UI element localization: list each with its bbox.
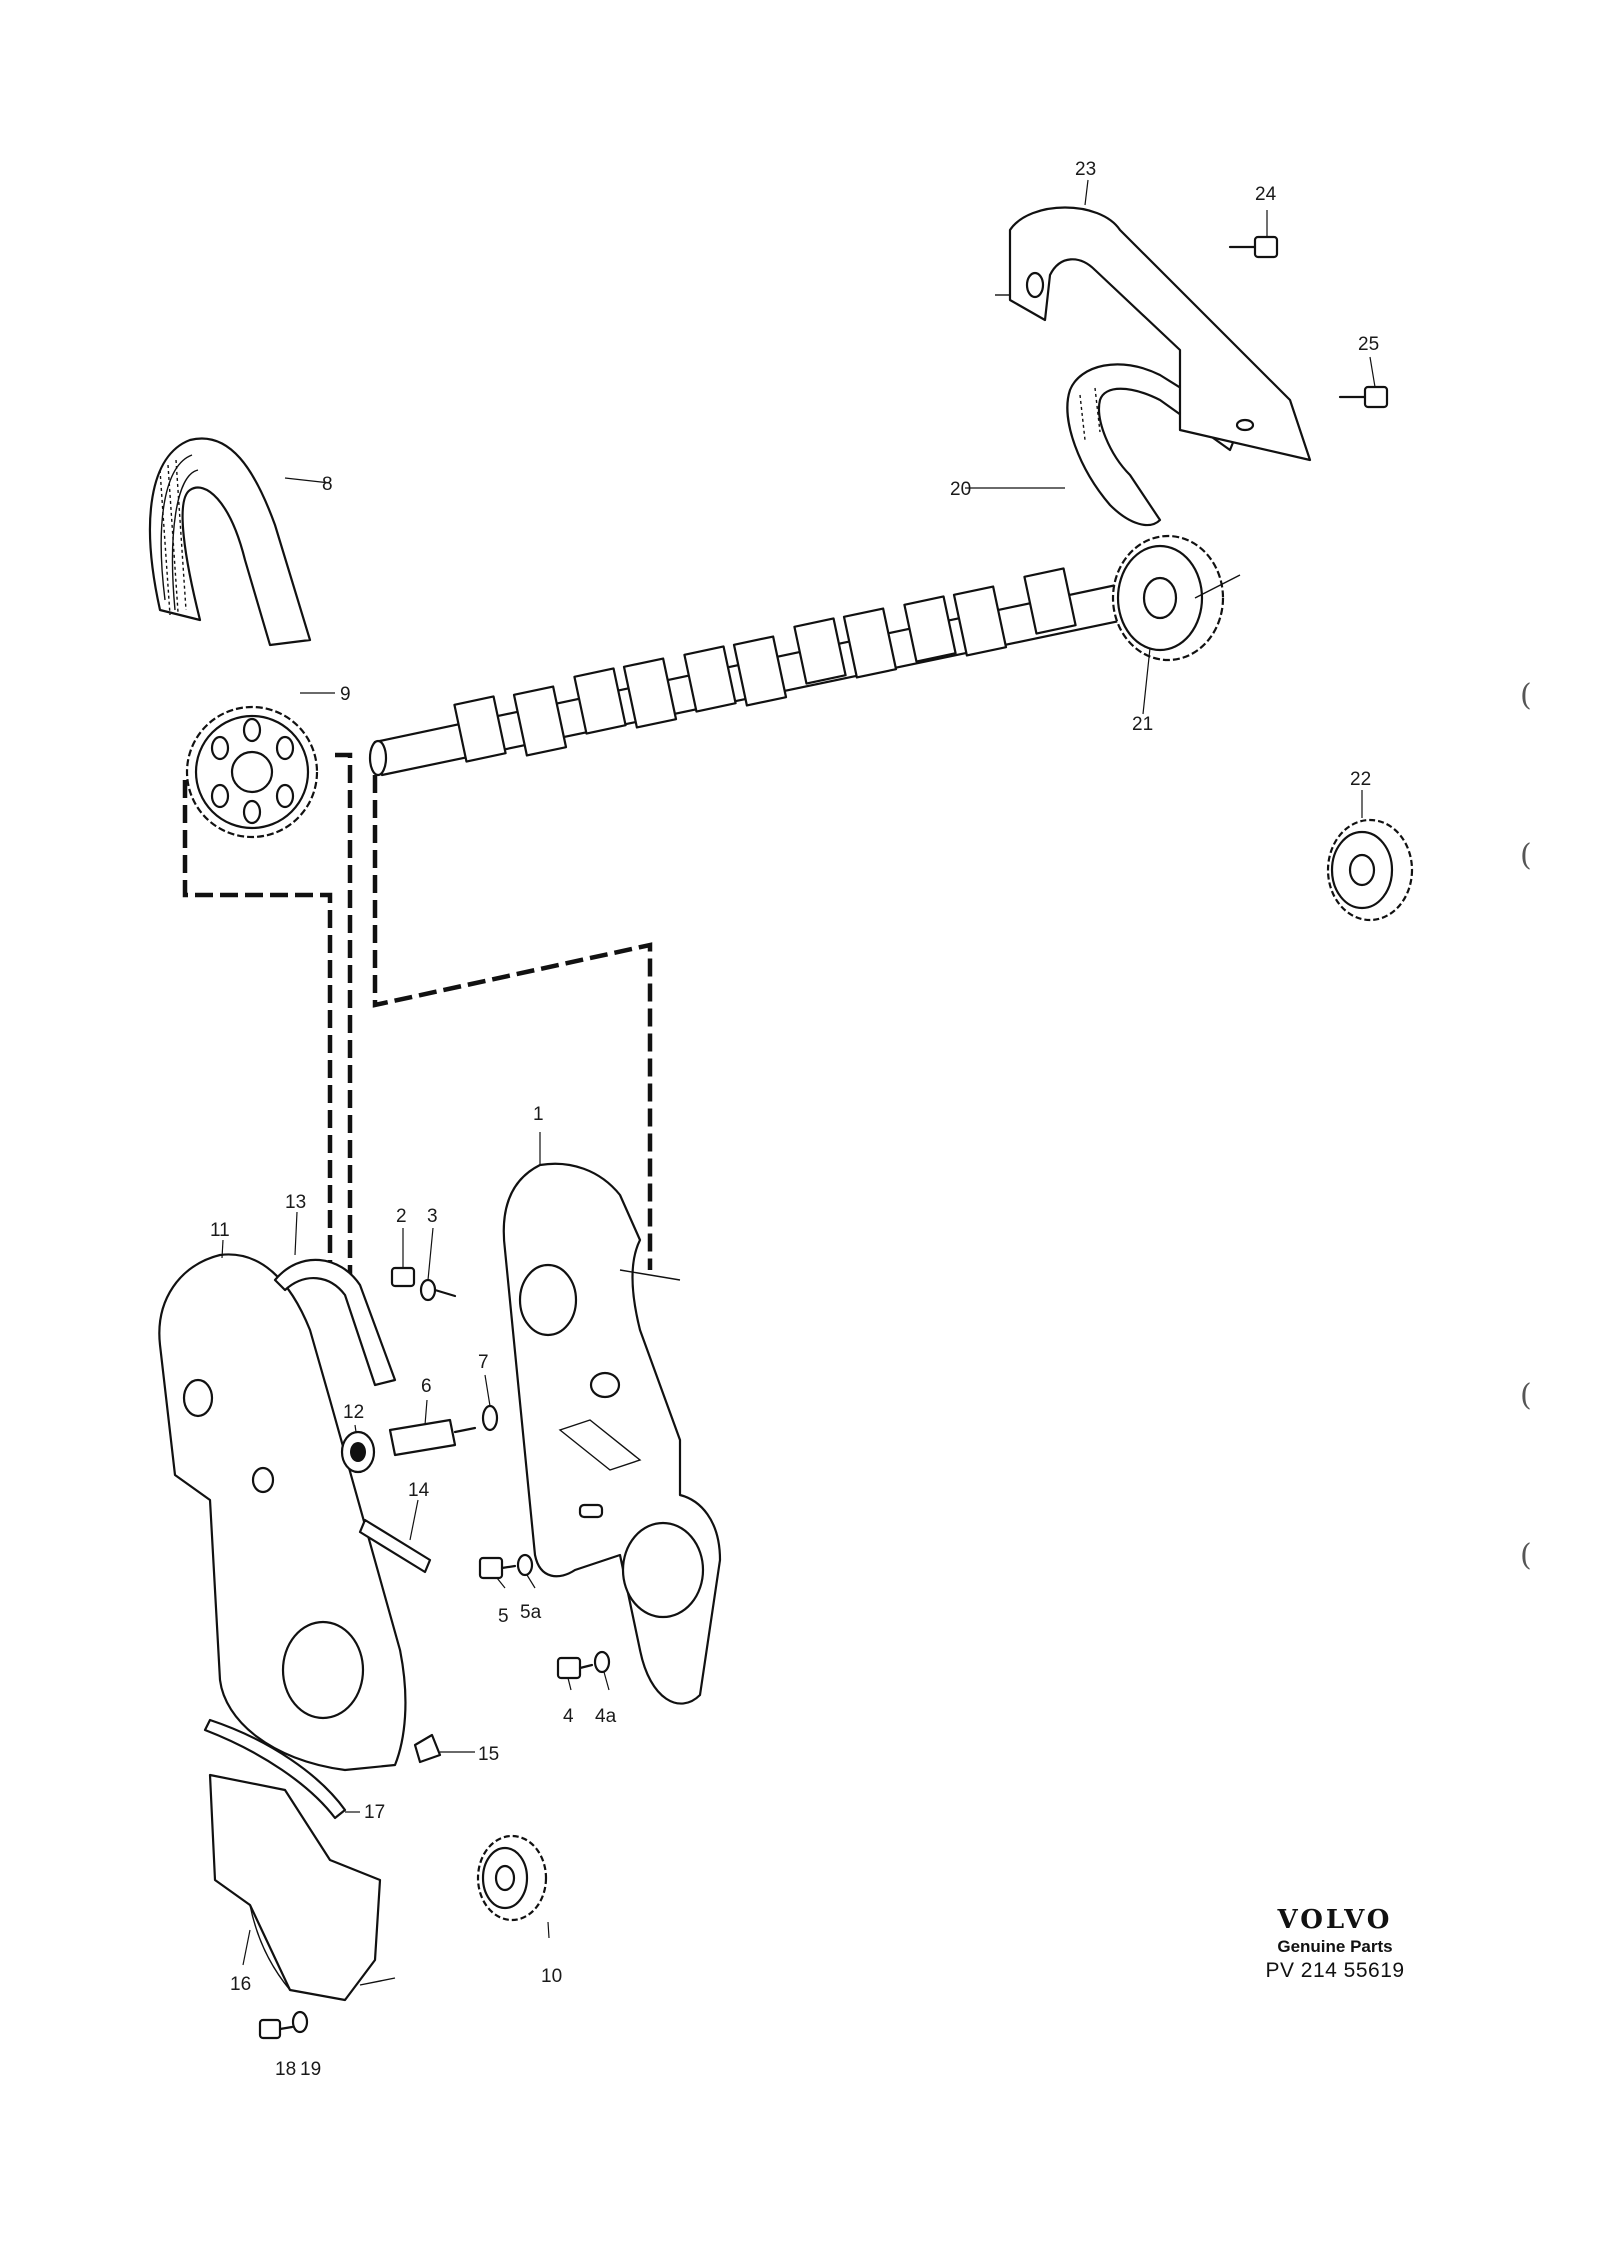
callout-17: 17 [364, 1802, 385, 1823]
bolt-25 [1338, 385, 1389, 409]
washer-4a [593, 1650, 611, 1674]
svg-text:(: ( [1520, 678, 1532, 713]
callout-4a: 4a [595, 1706, 617, 1727]
binder-marks: ( ( ( ( [1520, 678, 1532, 1573]
callout-21: 21 [1132, 714, 1153, 735]
volvo-logo: VOLVO [1277, 1905, 1393, 1935]
svg-text:(: ( [1520, 1538, 1532, 1573]
callout-labels: 1 2 3 4 4a 5 5a 6 7 8 9 10 11 12 13 14 1… [210, 159, 1379, 2080]
bolt-24 [1228, 235, 1279, 259]
washer-19 [291, 2010, 309, 2034]
brand-subtitle: Genuine Parts [1277, 1937, 1393, 1956]
callout-24: 24 [1255, 184, 1277, 205]
tensioner-roller-12 [340, 1430, 376, 1474]
rear-cover-plate-1 [502, 1162, 722, 1705]
camshaft [368, 567, 1150, 777]
crankshaft-gear-10 [476, 1834, 548, 1922]
svg-text:(: ( [1520, 838, 1532, 873]
callout-6: 6 [421, 1376, 432, 1397]
callout-10: 10 [541, 1966, 562, 1987]
timing-belt-8 [148, 437, 312, 647]
callout-22: 22 [1350, 769, 1371, 790]
bolt-18 [258, 2018, 294, 2040]
brand-block: VOLVO Genuine Parts PV 214 55619 [1235, 1905, 1435, 1983]
assembly-dashed-lines [182, 750, 653, 1280]
bracket-23 [995, 206, 1312, 462]
callout-11: 11 [210, 1220, 230, 1241]
bolt-4 [556, 1656, 594, 1680]
gear-22 [1326, 818, 1414, 922]
camshaft-pulley-21 [1111, 534, 1241, 662]
callout-2: 2 [396, 1206, 407, 1227]
callout-7: 7 [478, 1352, 489, 1373]
callout-18: 18 [275, 2059, 296, 2080]
callout-12: 12 [343, 1402, 364, 1423]
washer-5a [516, 1553, 534, 1577]
clip-15 [413, 1733, 442, 1764]
callout-1: 1 [533, 1104, 544, 1125]
callout-19: 19 [300, 2059, 321, 2080]
callout-5: 5 [498, 1606, 509, 1627]
washer-7 [481, 1404, 499, 1432]
callout-5a: 5a [520, 1602, 542, 1623]
callout-8: 8 [322, 474, 333, 495]
lower-cover-16 [208, 1773, 396, 2002]
callout-13: 13 [285, 1192, 306, 1213]
callout-16: 16 [230, 1974, 251, 1995]
callout-23: 23 [1075, 159, 1096, 180]
bolt-2 [390, 1266, 416, 1288]
callout-4: 4 [563, 1706, 574, 1727]
callout-25: 25 [1358, 334, 1379, 355]
callout-3: 3 [427, 1206, 438, 1227]
stud-6 [388, 1418, 477, 1457]
belt-guide-13 [273, 1258, 397, 1387]
callout-9: 9 [340, 684, 351, 705]
front-cover-11 [158, 1253, 407, 1772]
seal-strip-14 [358, 1518, 432, 1574]
leader-lines [221, 179, 1376, 1966]
callout-20: 20 [950, 479, 971, 500]
callout-15: 15 [478, 1744, 499, 1765]
svg-text:(: ( [1520, 1378, 1532, 1413]
part-number: PV 214 55619 [1265, 1959, 1405, 1982]
callout-14: 14 [408, 1480, 430, 1501]
bolt-5 [478, 1556, 517, 1580]
washer-3 [419, 1278, 457, 1302]
seal-strip-17 [203, 1718, 347, 1820]
camshaft-pulley-9 [185, 705, 319, 839]
